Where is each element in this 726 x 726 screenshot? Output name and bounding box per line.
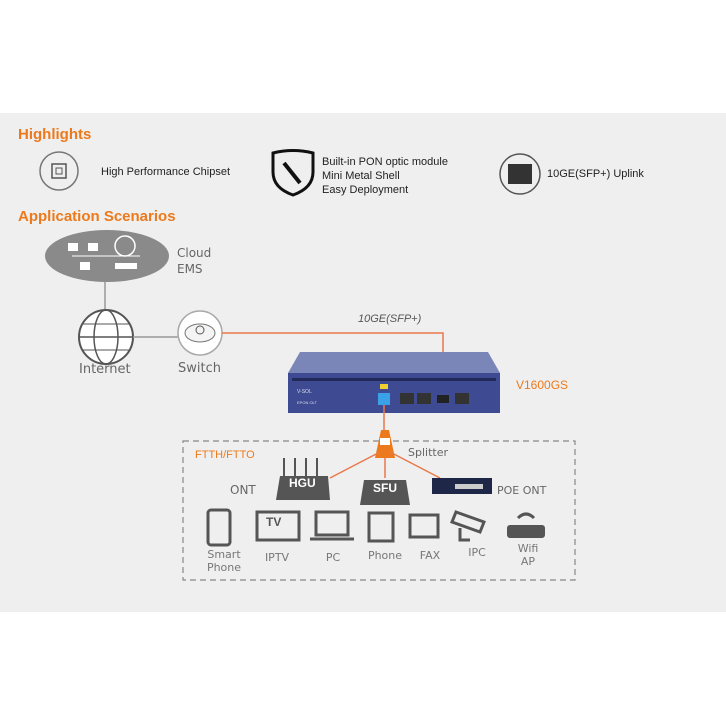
laptop-icon	[310, 510, 354, 541]
internet-label: Internet	[79, 362, 131, 377]
endpoint-phone: Phone	[367, 549, 403, 562]
smartphone-icon	[206, 508, 232, 547]
endpoint-iptv: IPTV	[264, 551, 290, 564]
olt-device-image	[288, 352, 500, 413]
device-model-label: V1600GS	[516, 378, 569, 392]
switch-icon	[177, 310, 223, 356]
highlight-2-line: Easy Deployment	[322, 184, 409, 196]
poe-ont-icon	[432, 478, 492, 494]
cloud-ems-icon	[45, 230, 169, 282]
ftth-label: FTTH/FTTO	[195, 449, 255, 461]
sfu-label: SFU	[373, 481, 397, 495]
endpoint-label: AP	[520, 555, 536, 568]
scenarios-title: Application Scenarios	[18, 208, 176, 225]
phone-icon	[367, 511, 395, 543]
endpoint-fax: FAX	[419, 549, 441, 562]
hgu-icon	[276, 458, 330, 500]
fax-icon	[408, 513, 440, 539]
highlight-1-text: High Performance Chipset	[101, 166, 231, 178]
endpoint-pc: PC	[325, 551, 341, 564]
tv-icon	[255, 510, 301, 542]
brand-logo: V-SOL	[297, 389, 312, 395]
internet-globe-icon	[78, 309, 134, 365]
endpoint-label: Phone	[206, 561, 242, 574]
endpoint-ipc: IPC	[468, 546, 486, 559]
endpoint-label: Smart	[207, 548, 241, 561]
hgu-label: HGU	[289, 476, 316, 490]
highlight-2-line: Built-in PON optic module	[322, 156, 448, 168]
splitter-icon	[375, 430, 395, 458]
highlights-title: Highlights	[18, 126, 92, 143]
olt-model-text: EPON OLT	[297, 400, 317, 405]
sfu-icon	[360, 480, 410, 505]
ems-label: EMS	[177, 262, 203, 276]
tv-text: TV	[266, 515, 282, 529]
chip-icon	[39, 151, 79, 191]
uplink-label: 10GE(SFP+)	[358, 313, 422, 325]
sfp-port-icon	[499, 153, 541, 195]
highlight-2-line: Mini Metal Shell	[322, 170, 400, 182]
endpoint-label: Wifi	[517, 542, 539, 555]
shield-wrench-icon	[271, 149, 315, 197]
switch-label: Switch	[178, 361, 221, 376]
ont-label: ONT	[230, 483, 256, 497]
highlight-2-text: Built-in PON optic module Mini Metal She…	[322, 155, 448, 197]
splitter-label: Splitter	[408, 446, 448, 459]
camera-icon	[450, 510, 486, 542]
highlight-3-text: 10GE(SFP+) Uplink	[547, 168, 644, 180]
poe-ont-label: POE ONT	[497, 484, 547, 497]
cloud-label: Cloud	[177, 246, 212, 260]
wifi-ap-icon	[507, 512, 545, 538]
